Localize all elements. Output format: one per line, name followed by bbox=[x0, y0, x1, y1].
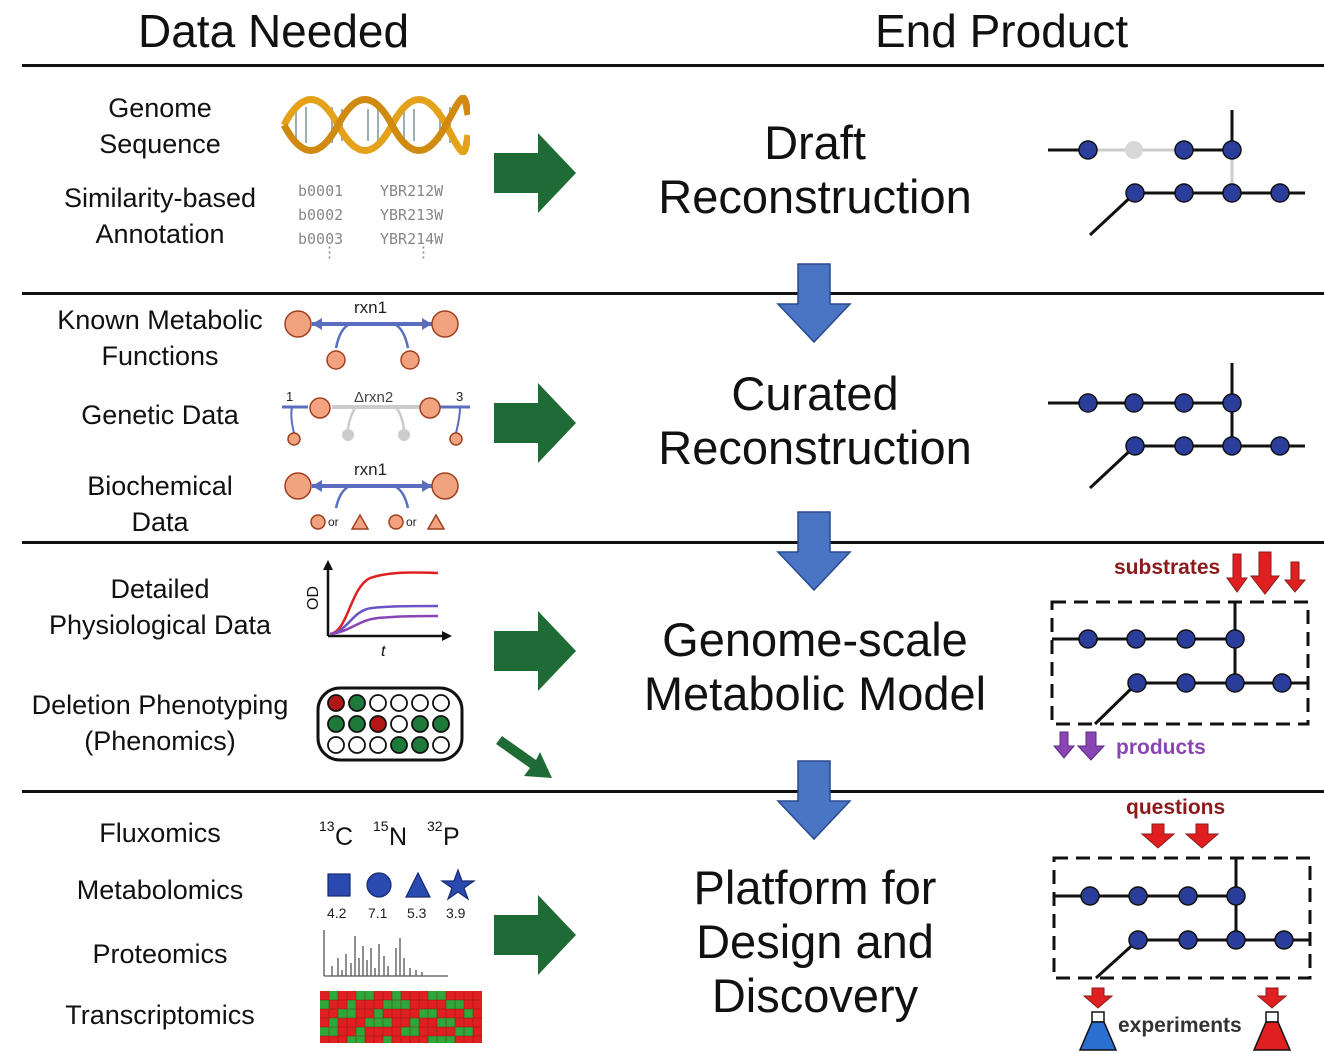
gene-id-left-2: b0002 bbox=[298, 206, 344, 224]
reaction-rxn1-biochem-icon: or or rxn1 bbox=[284, 460, 459, 530]
platform-network-diagram: questions experiments bbox=[1052, 796, 1312, 1051]
green-arrow-row2-icon bbox=[494, 383, 576, 463]
isotope-labels: 13 C 15 N 32 P bbox=[319, 818, 460, 851]
fluxomics-label: Fluxomics bbox=[99, 818, 221, 848]
ellipsis-left-icon: ⋮ bbox=[322, 243, 337, 261]
products-label: products bbox=[1116, 736, 1206, 759]
genetic-data-label: Genetic Data bbox=[81, 400, 239, 430]
gene-number-1: 1 bbox=[286, 389, 293, 404]
gene-id-right-1: YBR212W bbox=[380, 182, 444, 200]
green-diagonal-arrow-icon bbox=[496, 736, 552, 778]
star-icon bbox=[440, 868, 476, 901]
blue-down-arrow-3-icon bbox=[776, 760, 852, 841]
gene-id-left-3: b0003 bbox=[298, 230, 344, 248]
time-axis-label: t bbox=[381, 643, 386, 660]
gene-id-right-2: YBR213W bbox=[380, 206, 444, 224]
flask-blue-icon bbox=[1078, 1011, 1118, 1051]
flask-red-icon bbox=[1252, 1011, 1292, 1051]
experiments-label: experiments bbox=[1118, 1014, 1242, 1037]
mass-spectrum-plot bbox=[323, 930, 448, 977]
dna-helix-icon bbox=[280, 95, 470, 155]
section-divider-1 bbox=[22, 292, 1324, 295]
data-needed-header: Data Needed bbox=[138, 5, 410, 57]
metabolic-model-diagram: substrates products bbox=[1050, 551, 1310, 761]
draft-network-diagram bbox=[1048, 110, 1305, 237]
questions-label: questions bbox=[1126, 796, 1225, 819]
transcriptomics-heatmap bbox=[320, 991, 482, 1043]
metabolite-value-2: 7.1 bbox=[368, 905, 388, 921]
blue-down-arrow-2-icon bbox=[776, 511, 852, 592]
green-arrow-row1-icon bbox=[494, 133, 576, 213]
triangle-icon bbox=[405, 871, 431, 898]
isotope-element-p: P bbox=[443, 823, 460, 851]
metabolite-value-4: 3.9 bbox=[446, 905, 466, 921]
substrates-label: substrates bbox=[1114, 556, 1220, 579]
transcriptomics-label: Transcriptomics bbox=[65, 1000, 255, 1030]
od-axis-label: OD bbox=[305, 586, 322, 610]
header-divider bbox=[22, 64, 1324, 67]
end-product-header: End Product bbox=[875, 5, 1129, 57]
isotope-mass-c: 13 bbox=[319, 818, 335, 834]
gene-id-right-3: YBR214W bbox=[380, 230, 444, 248]
isotope-mass-p: 32 bbox=[427, 818, 443, 834]
rxn1-biochem-label: rxn1 bbox=[354, 460, 387, 479]
blue-down-arrow-1-icon bbox=[776, 263, 852, 344]
curated-network-diagram bbox=[1048, 363, 1305, 490]
section-divider-3 bbox=[22, 790, 1324, 793]
metabolite-shapes: 4.2 7.1 5.3 3.9 bbox=[327, 868, 476, 921]
circle-icon bbox=[366, 872, 392, 898]
green-arrow-row4-icon bbox=[494, 895, 576, 975]
proteomics-label: Proteomics bbox=[92, 939, 228, 969]
green-arrow-row3-icon bbox=[494, 611, 576, 691]
metabolite-value-1: 4.2 bbox=[327, 905, 347, 921]
growth-curve-plot: OD t bbox=[305, 560, 452, 660]
phenomics-plate-icon bbox=[316, 686, 464, 762]
isotope-element-n: N bbox=[389, 823, 407, 851]
reaction-rxn2-knockout-icon: 1 3 Δrxn2 bbox=[282, 389, 470, 446]
metabolomics-label: Metabolomics bbox=[76, 875, 244, 905]
ellipsis-right-icon: ⋮ bbox=[416, 243, 431, 261]
isotope-mass-n: 15 bbox=[373, 818, 389, 834]
or-label-2: or bbox=[406, 515, 417, 529]
reaction-rxn1-icon: rxn1 bbox=[284, 298, 459, 370]
isotope-element-c: C bbox=[335, 823, 353, 851]
gene-number-3: 3 bbox=[456, 389, 463, 404]
rxn2-label: Δrxn2 bbox=[354, 389, 393, 406]
or-label-1: or bbox=[328, 515, 339, 529]
metabolite-value-3: 5.3 bbox=[407, 905, 427, 921]
square-icon bbox=[327, 873, 351, 897]
rxn1-label: rxn1 bbox=[354, 298, 387, 317]
gene-id-left-1: b0001 bbox=[298, 182, 344, 200]
section-divider-2 bbox=[22, 541, 1324, 544]
deletion-phenotyping-label: Deletion Phenotyping(Phenomics) bbox=[31, 690, 289, 756]
